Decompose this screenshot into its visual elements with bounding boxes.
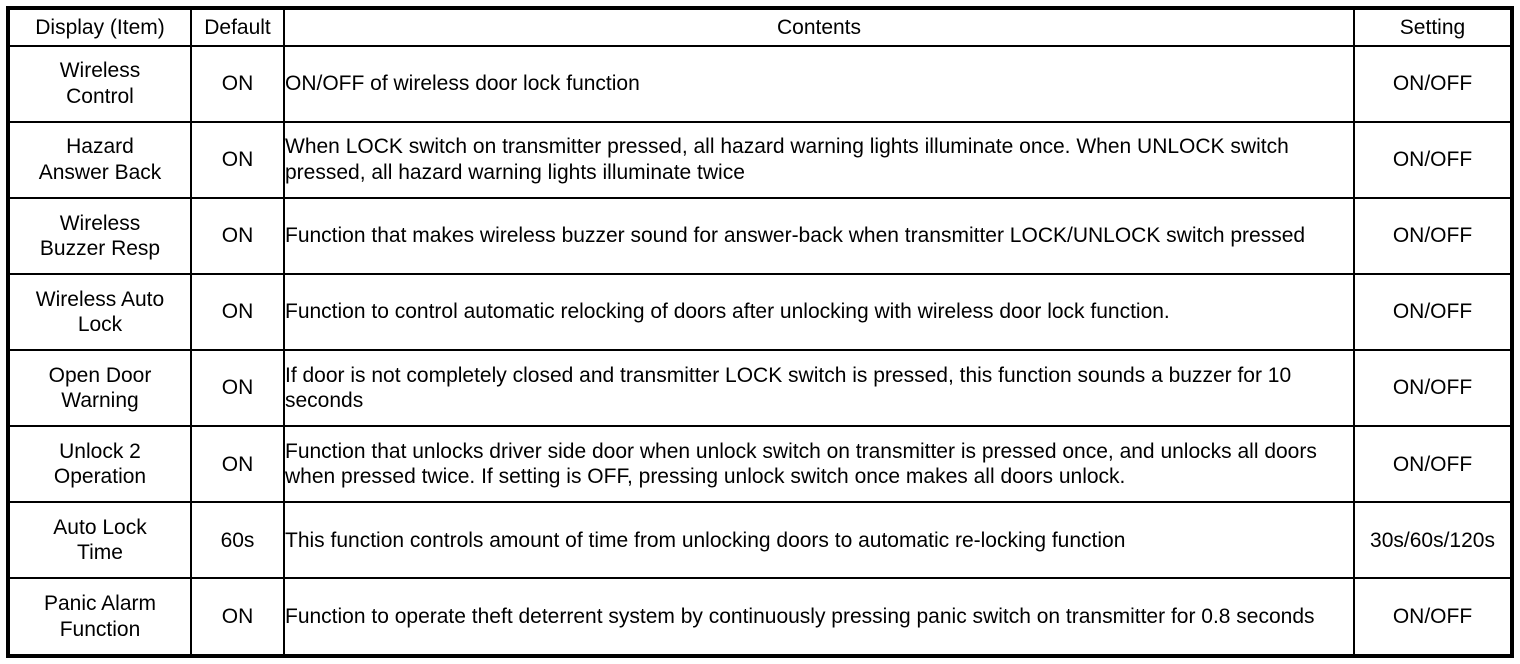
cell-contents-description: Function to control automatic relocking …: [283, 273, 1355, 352]
cell-contents-description: If door is not completely closed and tra…: [283, 349, 1355, 428]
cell-contents-description: This function controls amount of time fr…: [283, 501, 1355, 580]
cell-display-item: Panic Alarm Function: [7, 577, 192, 656]
cell-default-value: ON: [190, 577, 285, 656]
column-header-setting: Setting: [1353, 7, 1512, 47]
cell-display-item: Unlock 2 Operation: [7, 425, 192, 504]
table-header-row: Display (Item) Default Contents Setting: [8, 7, 1512, 47]
cell-default-value: ON: [190, 121, 285, 200]
cell-display-item: Hazard Answer Back: [7, 121, 192, 200]
cell-default-value: ON: [190, 273, 285, 352]
cell-display-item: Auto Lock Time: [7, 501, 192, 580]
cell-setting-options: ON/OFF: [1353, 577, 1513, 656]
cell-default-value: ON: [190, 425, 285, 504]
cell-default-value: ON: [190, 44, 285, 124]
cell-default-value: 60s: [190, 501, 285, 580]
cell-setting-options: ON/OFF: [1353, 273, 1513, 352]
cell-setting-options: ON/OFF: [1353, 121, 1513, 200]
cell-setting-options: ON/OFF: [1353, 197, 1513, 276]
cell-setting-options: 30s/60s/120s: [1353, 501, 1513, 580]
wireless-door-lock-settings-table: Display (Item) Default Contents Setting …: [6, 6, 1514, 658]
cell-setting-options: ON/OFF: [1353, 349, 1513, 428]
cell-contents-description: ON/OFF of wireless door lock function: [283, 44, 1355, 124]
cell-contents-description: Function that makes wireless buzzer soun…: [283, 197, 1355, 276]
cell-setting-options: ON/OFF: [1353, 44, 1513, 124]
cell-default-value: ON: [190, 197, 285, 276]
cell-display-item: Open Door Warning: [7, 349, 192, 428]
cell-contents-description: When LOCK switch on transmitter pressed,…: [283, 121, 1355, 200]
cell-setting-options: ON/OFF: [1353, 425, 1513, 504]
cell-default-value: ON: [190, 349, 285, 428]
cell-contents-description: Function to operate theft deterrent syst…: [283, 577, 1355, 656]
column-header-contents: Contents: [283, 7, 1355, 47]
column-header-display: Display (Item): [8, 7, 192, 47]
table-header: Display (Item) Default Contents Setting: [8, 7, 1512, 47]
cell-display-item: Wireless Control: [7, 44, 192, 124]
cell-display-item: Wireless Auto Lock: [7, 273, 192, 352]
cell-display-item: Wireless Buzzer Resp: [7, 197, 192, 276]
column-header-default: Default: [190, 7, 285, 47]
cell-contents-description: Function that unlocks driver side door w…: [283, 425, 1355, 504]
